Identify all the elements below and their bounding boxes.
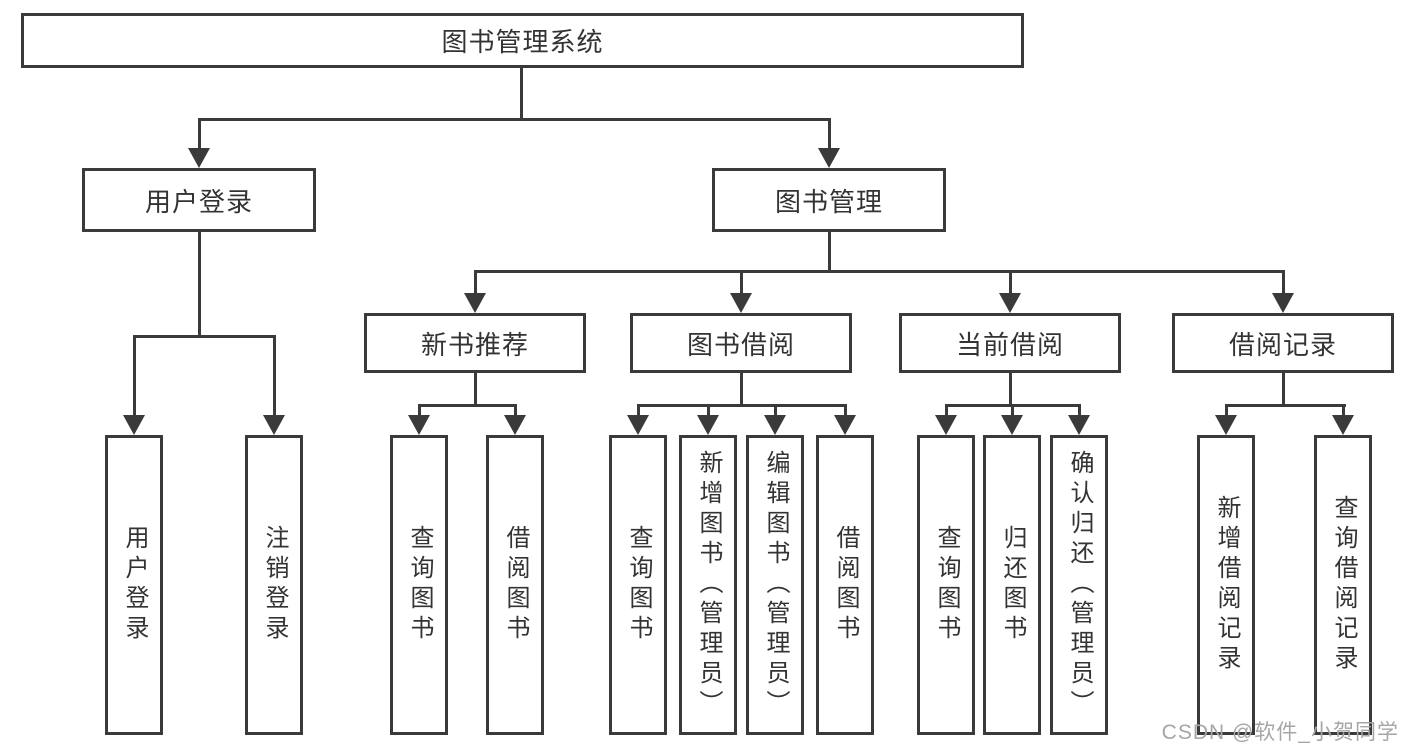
arrow-to-leaf bbox=[627, 415, 649, 435]
leaf-logout: 注销登录 bbox=[245, 435, 303, 735]
node-label: 编辑图书（管理员） bbox=[762, 450, 789, 720]
node-label: 确认归还（管理员） bbox=[1066, 450, 1093, 720]
arrow-to-leaf-user-login bbox=[123, 415, 145, 435]
node-borrowing-records: 借阅记录 bbox=[1172, 313, 1394, 373]
arrow-to-user-login bbox=[188, 148, 210, 168]
connector-leaf-stem bbox=[945, 404, 948, 417]
arrow-to-leaf bbox=[1068, 415, 1090, 435]
node-label: 归还图书 bbox=[999, 525, 1026, 645]
leaf-confirm-return-admin: 确认归还（管理员） bbox=[1050, 435, 1108, 735]
connector-to-new-book bbox=[474, 270, 477, 295]
node-new-book-recommendation: 新书推荐 bbox=[364, 313, 586, 373]
leaf-borrow-books-recommend: 借阅图书 bbox=[486, 435, 544, 735]
connector-leaf-stem bbox=[774, 404, 777, 417]
node-label: 查询图书 bbox=[406, 525, 433, 645]
arrow-to-current-borrowing bbox=[999, 293, 1021, 313]
connector-leaf-stem bbox=[1342, 404, 1345, 417]
connector-root-branch bbox=[198, 118, 831, 121]
connector-to-leaf-logout bbox=[273, 335, 276, 417]
arrow-to-leaf-logout bbox=[263, 415, 285, 435]
connector-book-management-stem bbox=[828, 232, 831, 272]
connector-new-book-stem bbox=[474, 373, 477, 406]
arrow-to-borrowing-records bbox=[1272, 293, 1294, 313]
arrow-to-leaf bbox=[1332, 415, 1354, 435]
connector-book-management-branch bbox=[474, 270, 1285, 273]
node-label: 图书管理 bbox=[774, 186, 883, 217]
csdn-watermark: CSDN @软件_小贺同学 bbox=[1161, 721, 1399, 744]
node-current-borrowing: 当前借阅 bbox=[899, 313, 1121, 373]
connector-new-book-branch bbox=[418, 404, 517, 407]
arrow-to-new-book bbox=[464, 293, 486, 313]
connector-leaf-stem bbox=[418, 404, 421, 417]
node-label: 用户登录 bbox=[144, 186, 253, 217]
connector-leaf-stem bbox=[844, 404, 847, 417]
node-label: 查询图书 bbox=[625, 525, 652, 645]
node-label: 新增借阅记录 bbox=[1213, 495, 1240, 675]
leaf-edit-books-admin: 编辑图书（管理员） bbox=[746, 435, 804, 735]
connector-to-borrowing-records bbox=[1282, 270, 1285, 295]
arrow-to-leaf bbox=[764, 415, 786, 435]
leaf-borrow-books: 借阅图书 bbox=[816, 435, 874, 735]
connector-to-book-borrowing bbox=[740, 270, 743, 295]
leaf-query-books-borrowing: 查询图书 bbox=[609, 435, 667, 735]
connector-to-book-management bbox=[828, 118, 831, 150]
node-label: 新增图书（管理员） bbox=[695, 450, 722, 720]
connector-leaf-stem bbox=[707, 404, 710, 417]
connector-user-login-branch bbox=[133, 335, 276, 338]
node-library-management-system: 图书管理系统 bbox=[21, 13, 1024, 68]
connector-to-leaf-user-login bbox=[133, 335, 136, 417]
arrow-to-leaf bbox=[935, 415, 957, 435]
connector-borrowing-records-stem bbox=[1282, 373, 1285, 406]
arrow-to-book-borrowing bbox=[730, 293, 752, 313]
arrow-to-leaf bbox=[408, 415, 430, 435]
connector-user-login-stem bbox=[198, 232, 201, 337]
arrow-to-leaf bbox=[1215, 415, 1237, 435]
node-label: 用户登录 bbox=[121, 525, 148, 645]
node-label: 查询图书 bbox=[933, 525, 960, 645]
leaf-return-books: 归还图书 bbox=[983, 435, 1041, 735]
node-label: 注销登录 bbox=[261, 525, 288, 645]
arrow-to-leaf bbox=[834, 415, 856, 435]
arrow-to-leaf bbox=[504, 415, 526, 435]
connector-borrowing-records-branch bbox=[1225, 404, 1346, 407]
node-label: 当前借阅 bbox=[955, 329, 1064, 360]
leaf-query-books-current: 查询图书 bbox=[917, 435, 975, 735]
connector-leaf-stem bbox=[637, 404, 640, 417]
arrow-to-leaf bbox=[697, 415, 719, 435]
leaf-add-books-admin: 新增图书（管理员） bbox=[679, 435, 737, 735]
node-book-management: 图书管理 bbox=[712, 168, 946, 232]
node-label: 借阅图书 bbox=[502, 525, 529, 645]
connector-leaf-stem bbox=[1078, 404, 1081, 417]
connector-leaf-stem bbox=[1225, 404, 1228, 417]
node-label: 新书推荐 bbox=[420, 329, 529, 360]
leaf-add-borrow-record: 新增借阅记录 bbox=[1197, 435, 1255, 735]
connector-leaf-stem bbox=[514, 404, 517, 417]
node-user-login: 用户登录 bbox=[82, 168, 316, 232]
leaf-user-login: 用户登录 bbox=[105, 435, 163, 735]
leaf-query-borrow-record: 查询借阅记录 bbox=[1314, 435, 1372, 735]
arrow-to-leaf bbox=[1001, 415, 1023, 435]
connector-root-stem bbox=[520, 68, 523, 118]
arrow-to-book-management bbox=[818, 148, 840, 168]
connector-leaf-stem bbox=[1011, 404, 1014, 417]
connector-current-borrowing-stem bbox=[1009, 373, 1012, 406]
node-label: 借阅图书 bbox=[832, 525, 859, 645]
node-label: 查询借阅记录 bbox=[1330, 495, 1357, 675]
node-label: 图书管理系统 bbox=[441, 27, 604, 57]
node-label: 借阅记录 bbox=[1228, 329, 1337, 360]
connector-book-borrowing-branch bbox=[637, 404, 847, 407]
connector-book-borrowing-stem bbox=[740, 373, 743, 406]
node-label: 图书借阅 bbox=[686, 329, 795, 360]
leaf-query-books-recommend: 查询图书 bbox=[390, 435, 448, 735]
node-book-borrowing: 图书借阅 bbox=[630, 313, 852, 373]
connector-to-current-borrowing bbox=[1009, 270, 1012, 295]
connector-to-user-login bbox=[198, 118, 201, 150]
